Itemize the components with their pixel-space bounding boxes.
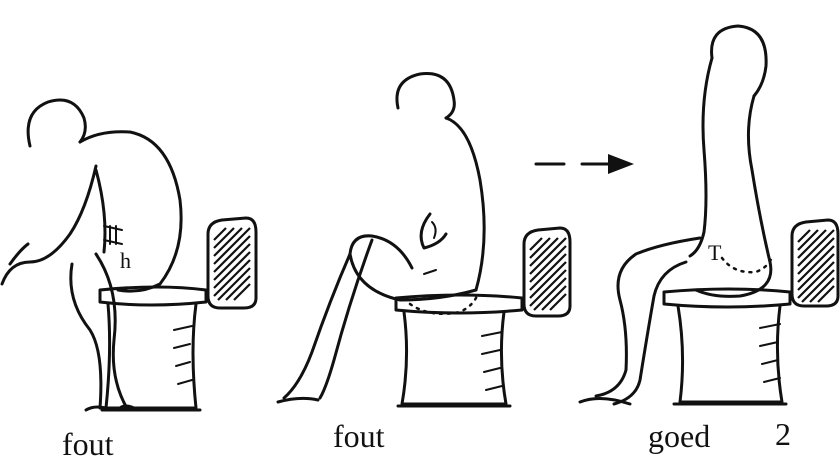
figure-3-upright: T xyxy=(580,26,772,404)
caption-panel-2: fout xyxy=(333,420,385,452)
toilet-3 xyxy=(664,220,838,404)
caption-panel-1: fout xyxy=(62,428,114,460)
arrow-icon xyxy=(536,154,634,174)
figure-number: 2 xyxy=(775,418,791,450)
marker-T: T xyxy=(708,240,722,265)
figure-2-leaning xyxy=(278,74,484,402)
figure-1-hunched: h xyxy=(2,100,181,410)
caption-panel-3: goed xyxy=(648,420,710,452)
marker-h: h xyxy=(120,248,131,273)
